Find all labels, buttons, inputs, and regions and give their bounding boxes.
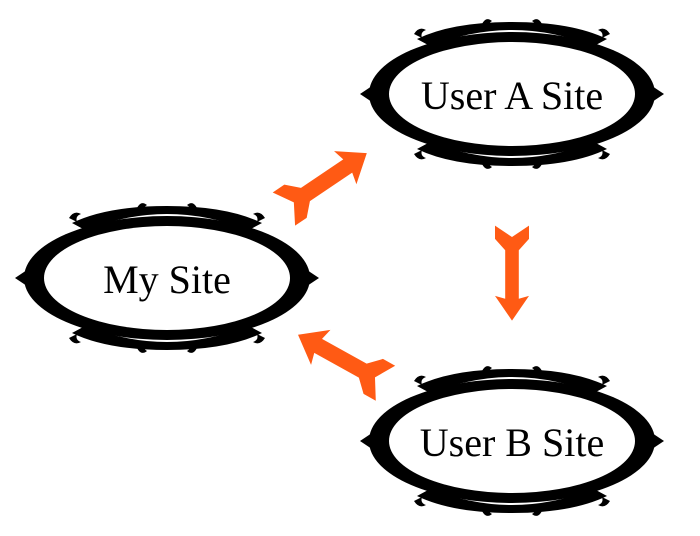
node-user-b-site-label: User B Site	[419, 420, 605, 465]
node-my-site-label: My Site	[103, 257, 231, 302]
node-user-a-site-label: User A Site	[420, 73, 604, 118]
arrow-user-a-to-user-b	[495, 225, 529, 321]
arrow-user-b-to-my-site	[288, 317, 396, 401]
arrow-my-site-to-user-a	[272, 136, 378, 226]
